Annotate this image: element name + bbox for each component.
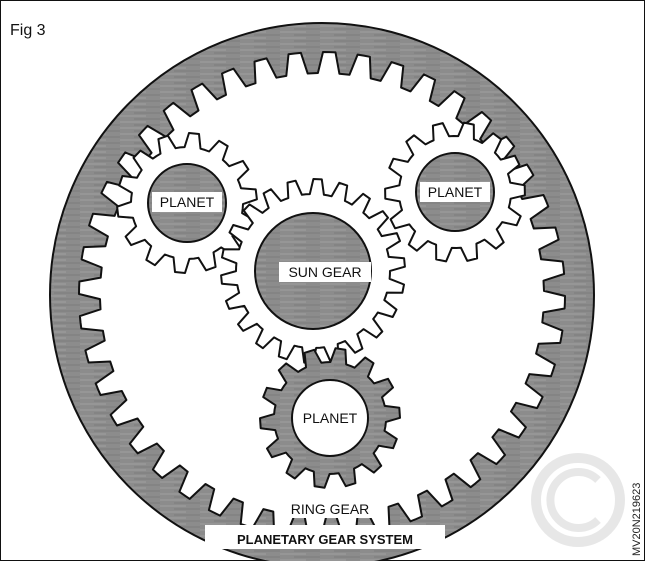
figure-code: MV20N219623	[631, 483, 643, 556]
ring-gear-label: RING GEAR	[291, 501, 370, 517]
sun-label-bg	[279, 262, 371, 282]
planet-bottom-hub	[291, 379, 369, 457]
planet-bottom-label: PLANET	[303, 410, 358, 426]
planet-right-label: PLANET	[428, 184, 483, 200]
ring-label-bg	[282, 499, 378, 518]
diagram-title: PLANETARY GEAR SYSTEM	[237, 532, 413, 547]
sun-gear-label: SUN GEAR	[288, 264, 361, 280]
planet-right-label-bg	[420, 182, 490, 202]
fig-label: Fig 3	[10, 22, 46, 39]
watermark	[531, 453, 625, 547]
planet-left-label: PLANET	[160, 194, 215, 210]
title-bg	[205, 525, 445, 549]
planet-left-label-bg	[152, 192, 222, 212]
